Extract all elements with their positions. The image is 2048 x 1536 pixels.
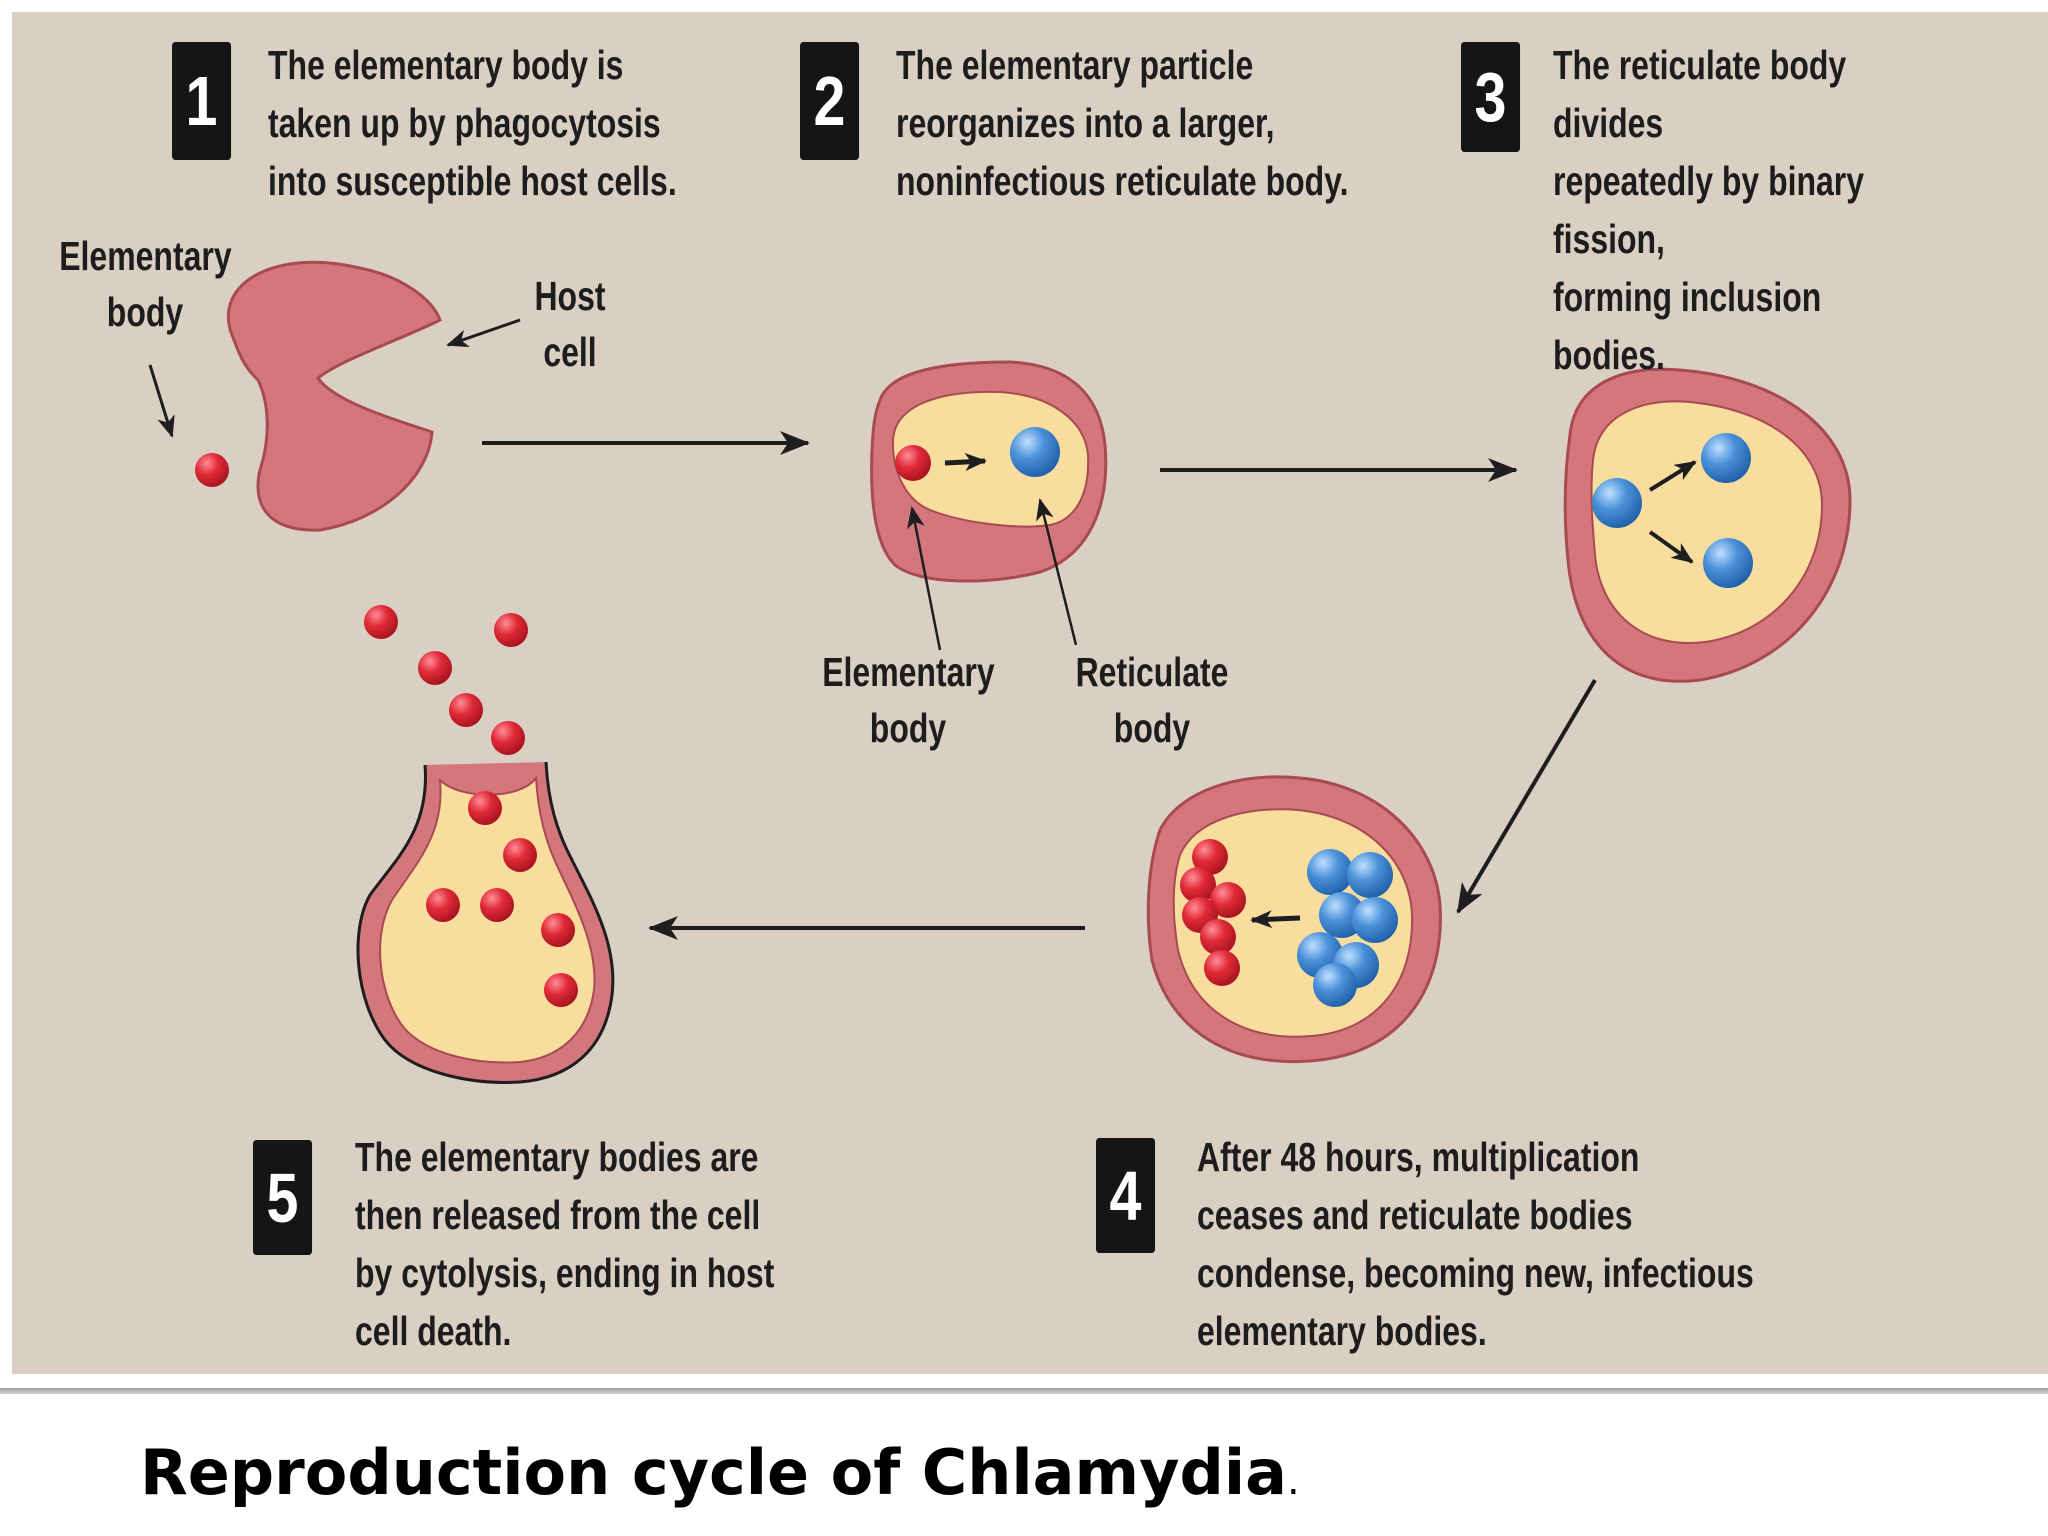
host-cell-stage-5 — [356, 761, 615, 1084]
separator-line — [0, 1388, 2048, 1394]
step-5-text: The elementary bodies are then released … — [355, 1134, 775, 1354]
diagram-panel — [12, 12, 2048, 1374]
reticulate-body-stage-2 — [1010, 427, 1060, 477]
step-4-badge: 4 — [1096, 1138, 1156, 1253]
elementary-body-stage-2 — [895, 445, 931, 481]
elementary-body-label-2: Elementary body — [822, 649, 995, 751]
elementary-body-2-pointer — [907, 506, 942, 651]
step-4-text: After 48 hours, multiplication ceases an… — [1197, 1134, 1754, 1354]
reticulate-body-cluster — [1297, 849, 1398, 1007]
step-5-badge: 5 — [253, 1140, 313, 1255]
host-cell-stage-3 — [1563, 367, 1852, 683]
reticulate-body-daughter-2 — [1703, 538, 1753, 588]
fission-arrow-up — [1648, 460, 1697, 492]
reticulate-body-dividing — [1592, 478, 1642, 528]
step-1-badge: 1 — [172, 42, 232, 160]
host-cell-pointer — [446, 318, 521, 347]
figure-caption: Reproduction cycle of Chlamydia. — [140, 1436, 1300, 1509]
arrow-stage-3-to-4 — [1456, 678, 1597, 914]
reticulate-body-label: Reticulate body — [1075, 649, 1229, 751]
condense-arrow — [1250, 910, 1301, 929]
condensed-elementary-bodies — [1180, 839, 1246, 986]
reticulate-body-pointer — [1036, 498, 1078, 646]
step-3-badge: 3 — [1461, 42, 1521, 152]
released-elementary-bodies — [364, 605, 578, 1007]
reorganize-arrow — [944, 453, 987, 471]
step-3-text: The reticulate body divides repeatedly b… — [1553, 42, 1865, 378]
step-1-text: The elementary body is taken up by phago… — [268, 42, 677, 204]
host-cell-label: Host cell — [534, 273, 606, 375]
elementary-body-label-1: Elementary body — [59, 233, 232, 335]
elementary-body-stage-1 — [195, 453, 229, 487]
reticulate-body-daughter-1 — [1701, 433, 1751, 483]
step-2-badge: 2 — [800, 42, 860, 160]
host-cell — [226, 260, 442, 532]
step-2-text: The elementary particle reorganizes into… — [896, 42, 1349, 204]
fission-arrow-down — [1648, 530, 1694, 564]
elementary-body-pointer — [148, 364, 175, 438]
caption-text: Reproduction cycle of Chlamydia — [140, 1436, 1287, 1509]
host-cell-stage-1 — [226, 260, 442, 532]
caption-period: . — [1287, 1458, 1300, 1504]
